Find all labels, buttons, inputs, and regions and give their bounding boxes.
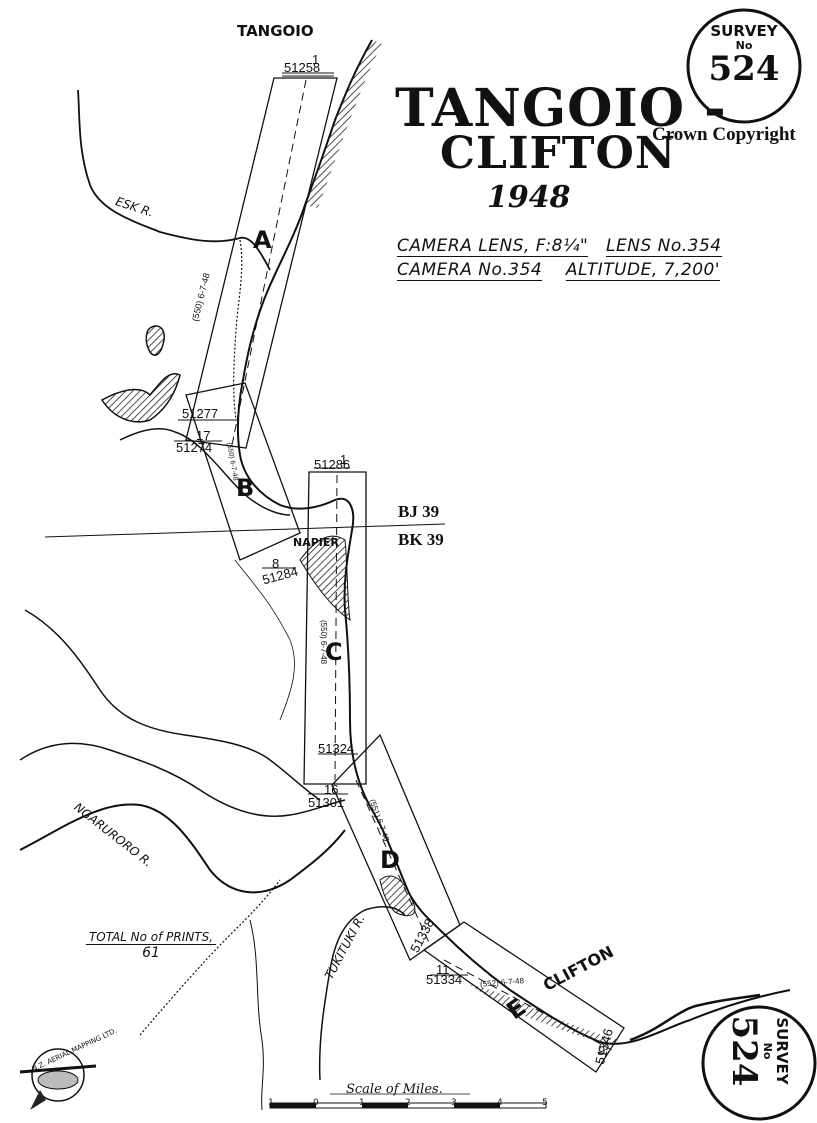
frame-underlines [174,72,468,976]
run-letter-b: B [236,474,255,502]
strip-b [185,382,301,561]
railway-north [233,239,243,421]
frame-a-end2: 51274 [176,440,213,455]
flight-line-d [355,779,431,946]
sheet-label-south: BK 39 [398,530,444,549]
tukituki-river [318,905,406,1081]
scale-tick-3: 2 [405,1098,411,1108]
cliff-hatching-north [305,40,382,208]
sheet-boundary [44,523,446,538]
copyright-notice: Crown Copyright [652,124,796,145]
badge-bottom-number: 524 [724,1015,764,1087]
lagoon [100,373,181,423]
camera-lens: CAMERA LENS, F:8¼" [397,236,589,257]
scale-tick-0: 1 [268,1098,274,1108]
survey-badge-top: SURVEY No 524 [688,22,800,86]
run-letter-d: D [380,846,400,874]
scale-tick-5: 4 [497,1098,503,1108]
cliff-hatching-napier [299,535,351,622]
total-prints-value: 61 [142,945,160,961]
cliff-hatching-bluff [379,875,416,917]
scale-tick-1: 0 [313,1098,319,1108]
survey-badge-bottom: SURVEY No 524 [724,995,791,1107]
scale-tick-6: 5 [542,1098,548,1108]
logo-graphic [19,1048,97,1110]
railway-south [139,879,281,1036]
frame-c-mid: 51324 [318,741,355,756]
frame-d-end: 51334 [426,972,463,987]
badge-bottom-circle [701,1005,817,1121]
sheet-label-north: BJ 39 [398,502,440,521]
frame-a-start: 51258 [284,60,321,75]
run-c-annotation: (550) 6-7-48 [319,620,328,665]
lens-no: LENS No.354 [606,236,722,257]
place-napier: NAPIER [293,536,339,549]
badge-bottom-line1: SURVEY [773,1017,791,1085]
badge-top-number: 524 [708,49,780,89]
frame-c-start-index: 1 [340,452,348,467]
frame-a-end-index: 17 [196,428,211,443]
altitude: ALTITUDE, 7,200' [565,260,721,281]
map-year: 1948 [487,180,571,215]
scale-bar [269,1093,547,1109]
camera-no: CAMERA No.354 [397,260,543,281]
frame-c-start: 51286 [314,457,351,472]
run-letter-c: C [325,638,343,666]
stream-1 [249,919,264,1111]
river-2 [19,742,346,817]
frame-c-end-index: 16 [324,782,339,797]
total-prints-label: TOTAL No of PRINTS, [86,930,216,945]
frame-d-index: 11 [436,962,450,977]
esk-river [77,89,271,271]
camera-lens-line: CAMERA LENS, F:8¼" LENS No.354 [397,236,722,257]
place-tangoio: TANGOIO [237,22,314,40]
flight-line-e [443,959,613,1051]
scale-title: Scale of Miles. [346,1082,443,1097]
strip-c [303,471,367,785]
total-prints: TOTAL No of PRINTS, 61 [86,930,216,961]
frame-b-index: 8 [272,556,280,571]
camera-no-line: CAMERA No.354 ALTITUDE, 7,200' [397,260,721,281]
coastline-east [629,993,761,1042]
badge-top-line2: No [735,39,753,52]
map-title-line1: TANGOIO - [395,78,727,139]
scale-tick-2: 1 [359,1098,365,1108]
frame-a-end: 51277 [182,406,219,421]
inlet [119,428,291,516]
strip-a [185,77,338,449]
frame-a-start-index: 1 [312,52,320,67]
flight-line-a [231,79,307,446]
run-letter-a: A [253,226,272,254]
ngaruroro-river [19,803,346,894]
strip-e [422,921,625,1073]
frame-c-end: 51301 [308,795,345,810]
map-title-line2: CLIFTON [440,128,677,179]
frame-e-index: 9 [598,1043,606,1058]
scale-tick-4: 3 [451,1098,457,1108]
cliff-hatching-clifton [470,985,620,1046]
badge-top-line1: SURVEY [710,22,778,40]
road-1 [234,559,295,721]
river-1 [24,609,321,801]
badge-top-circle [686,8,802,124]
small-lake [145,325,165,356]
flight-line-c [334,474,338,781]
